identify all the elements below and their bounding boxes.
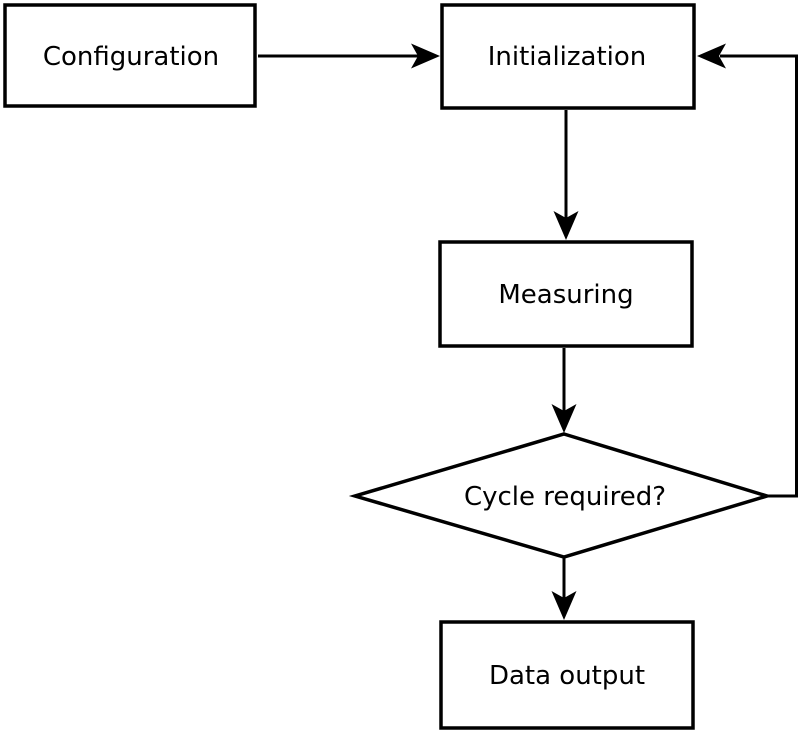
arrowhead-down-icon: [553, 211, 579, 240]
node-initialization-box: [440, 3, 696, 110]
edge-configuration-to-initialization: [258, 43, 440, 69]
node-data-output-label: Data output: [489, 661, 645, 691]
node-measuring-label: Measuring: [498, 280, 633, 310]
node-measuring-box: [438, 240, 694, 348]
edge-initialization-to-measuring: [553, 110, 579, 240]
edge-line: [720, 54, 798, 498]
node-configuration-label: Configuration: [43, 42, 219, 72]
node-initialization-label: Initialization: [488, 42, 647, 72]
node-cycle-required: Cycle required?: [348, 432, 774, 559]
node-cycle-required-label: Cycle required?: [464, 482, 666, 512]
node-data-output: Data output: [439, 620, 695, 730]
node-configuration: Configuration: [3, 3, 257, 108]
node-measuring: Measuring: [438, 240, 694, 348]
arrowhead-left-icon: [697, 43, 726, 69]
node-initialization: Initialization: [440, 3, 696, 110]
edge-measuring-to-cycle-required: [551, 348, 577, 433]
arrowhead-down-icon: [551, 591, 577, 620]
node-cycle-required-diamond: [348, 432, 774, 559]
arrowhead-right-icon: [411, 43, 440, 69]
node-configuration-box: [3, 3, 257, 108]
edge-cycle-required-to-initialization-loop: [697, 43, 798, 498]
arrowhead-down-icon: [551, 404, 577, 433]
node-data-output-box: [439, 620, 695, 730]
edge-cycle-required-to-data-output: [551, 557, 577, 620]
